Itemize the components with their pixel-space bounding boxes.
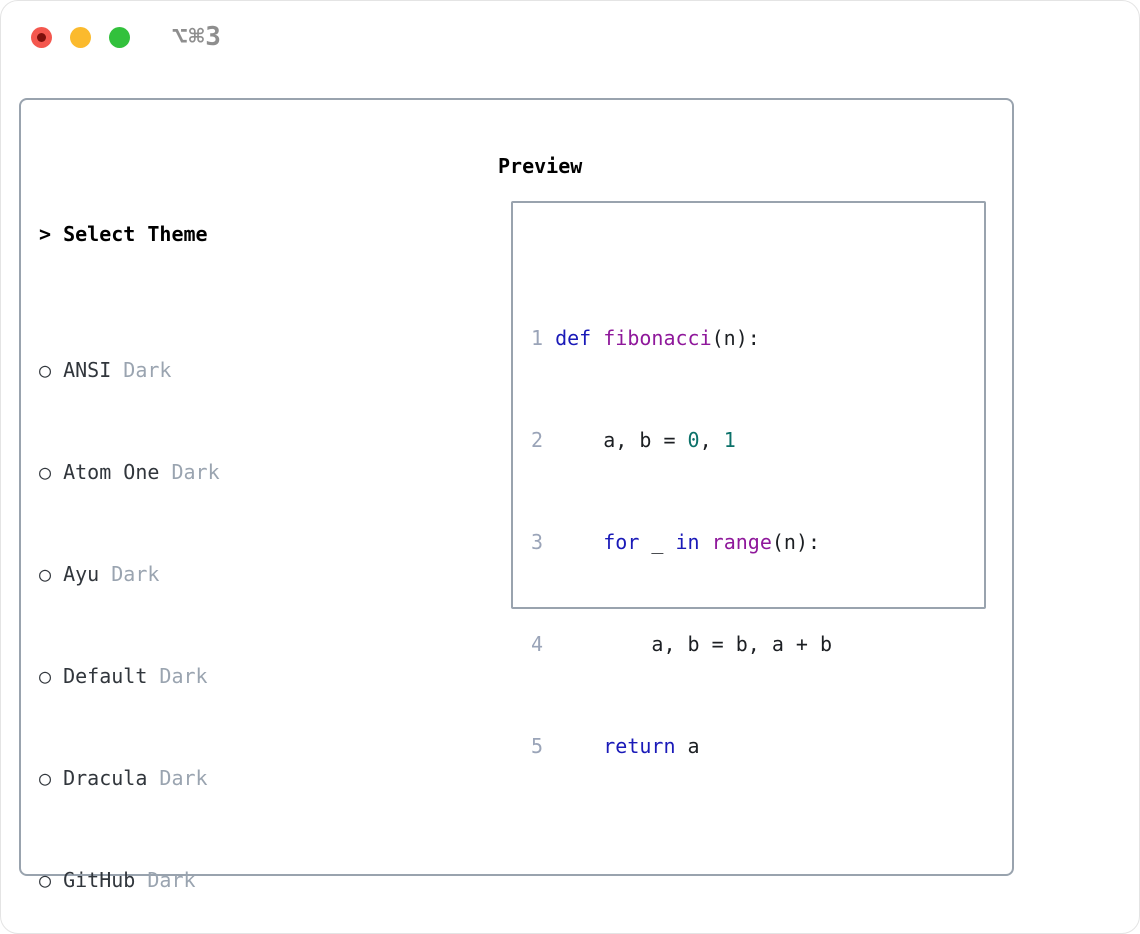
radio-unselected-icon: ○ bbox=[39, 766, 52, 790]
blank-line bbox=[531, 831, 984, 865]
theme-variant: Dark bbox=[99, 562, 160, 586]
theme-name: Ayu bbox=[63, 562, 100, 586]
code-token: _ bbox=[639, 530, 676, 554]
theme-variant: Dark bbox=[111, 358, 172, 382]
code-line: 5 return a bbox=[531, 729, 984, 763]
code-line: 1 def fibonacci(n): bbox=[531, 321, 984, 355]
theme-name: Default bbox=[63, 664, 148, 688]
select-theme-title: Select Theme bbox=[63, 222, 208, 246]
radio-unselected-icon: ○ bbox=[39, 562, 52, 586]
theme-name: GitHub bbox=[63, 868, 136, 892]
code-token bbox=[543, 326, 555, 350]
window-title: ⌥⌘3 bbox=[172, 22, 222, 52]
code-token: in bbox=[675, 530, 700, 554]
code-line: 2 a, b = 0, 1 bbox=[531, 423, 984, 457]
code-line: 4 a, b = b, a + b bbox=[531, 627, 984, 661]
theme-option-default-dark[interactable]: ○ Default Dark bbox=[39, 659, 376, 693]
code-token: a bbox=[675, 734, 700, 758]
code-token: a, b = bbox=[543, 428, 688, 452]
theme-option-dracula-dark[interactable]: ○ Dracula Dark bbox=[39, 761, 376, 795]
close-button-icon[interactable] bbox=[31, 26, 52, 48]
traffic-lights bbox=[31, 26, 130, 48]
code-preview-pane: 1 def fibonacci(n): 2 a, b = 0, 1 3 for … bbox=[511, 201, 986, 758]
radio-unselected-icon: ○ bbox=[39, 664, 52, 688]
code-token: (n): bbox=[711, 326, 760, 350]
code-token: def bbox=[555, 326, 592, 350]
code-token: return bbox=[603, 734, 676, 758]
theme-name: Atom One bbox=[63, 460, 160, 484]
theme-option-github-dark[interactable]: ○ GitHub Dark bbox=[39, 863, 376, 897]
code-token bbox=[700, 530, 712, 554]
preview-title: Preview bbox=[498, 154, 583, 178]
title-bar: ⌥⌘3 bbox=[1, 1, 1139, 73]
theme-option-ansi-dark[interactable]: ○ ANSI Dark bbox=[39, 353, 376, 387]
close-button-dot bbox=[37, 32, 46, 42]
line-number: 4 bbox=[531, 632, 544, 656]
code-token: , bbox=[699, 428, 724, 452]
line-number: 3 bbox=[531, 530, 544, 554]
code-token: for bbox=[603, 530, 640, 554]
line-number: 2 bbox=[531, 428, 544, 452]
theme-list: >Select Theme ○ANSI Dark ○Atom One Dark … bbox=[39, 149, 376, 933]
code-token: a, b = b, a + b bbox=[543, 632, 833, 656]
code-token bbox=[543, 734, 603, 758]
theme-variant: Dark bbox=[159, 460, 220, 484]
code-token: (n): bbox=[771, 530, 821, 554]
theme-name: Dracula bbox=[63, 766, 148, 790]
preview-section: Preview bbox=[498, 149, 582, 183]
line-number: 1 bbox=[531, 326, 544, 350]
zoom-button-icon[interactable] bbox=[109, 26, 130, 48]
theme-option-atom-one-dark[interactable]: ○ Atom One Dark bbox=[39, 455, 376, 489]
code-token bbox=[591, 326, 603, 350]
code-token bbox=[543, 530, 603, 554]
radio-unselected-icon: ○ bbox=[39, 460, 52, 484]
code-token: fibonacci bbox=[603, 326, 712, 350]
theme-variant: Dark bbox=[147, 664, 208, 688]
line-number: 5 bbox=[531, 734, 544, 758]
theme-picker-panel: >Select Theme ○ANSI Dark ○Atom One Dark … bbox=[19, 98, 1014, 892]
radio-unselected-icon: ○ bbox=[39, 358, 52, 382]
cursor-prompt-icon: > bbox=[39, 222, 52, 246]
code-line: 3 for _ in range(n): bbox=[531, 525, 984, 559]
theme-option-ayu-dark[interactable]: ○ Ayu Dark bbox=[39, 557, 376, 591]
minimize-button-icon[interactable] bbox=[70, 26, 91, 48]
select-theme-header: > Select Theme bbox=[39, 217, 376, 251]
theme-name: ANSI bbox=[63, 358, 112, 382]
theme-variant: Dark bbox=[135, 868, 196, 892]
radio-unselected-icon: ○ bbox=[39, 868, 52, 892]
theme-variant: Dark bbox=[147, 766, 208, 790]
code-token: 0 bbox=[687, 428, 700, 452]
code-token: 1 bbox=[723, 428, 736, 452]
code-token: range bbox=[711, 530, 772, 554]
